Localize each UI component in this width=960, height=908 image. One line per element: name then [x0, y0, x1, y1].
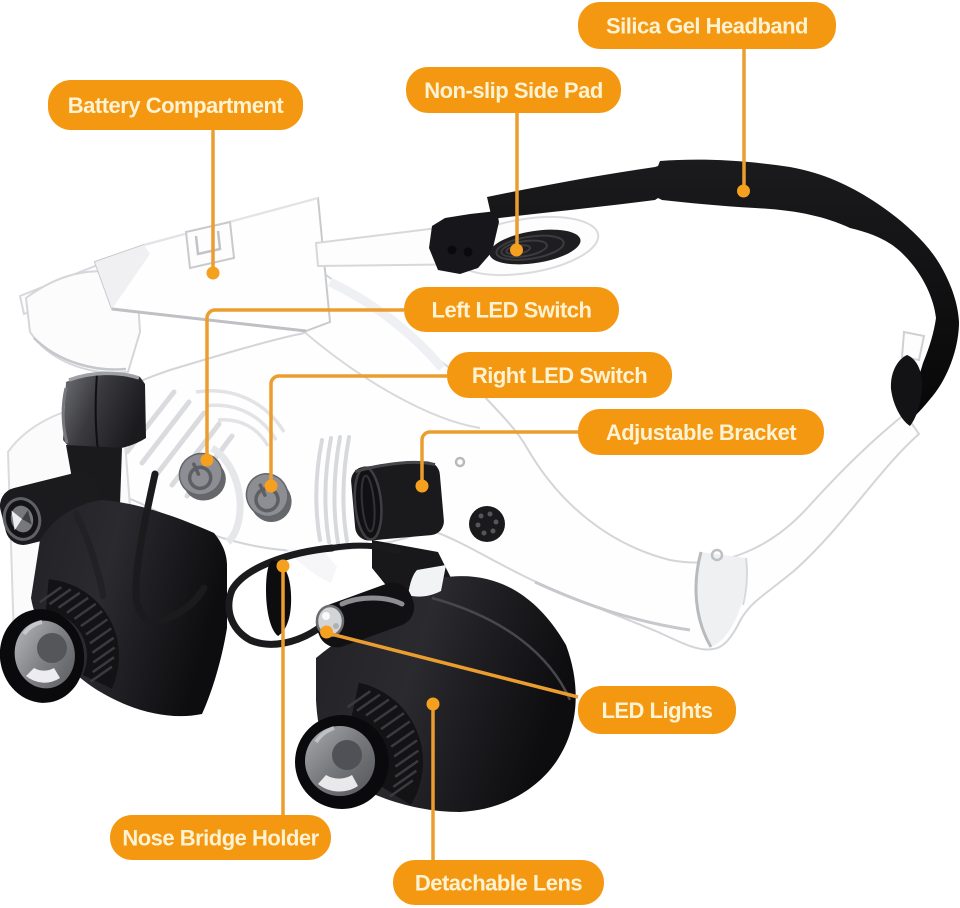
- svg-text:Adjustable Bracket: Adjustable Bracket: [606, 420, 797, 445]
- svg-text:Left LED Switch: Left LED Switch: [432, 298, 592, 323]
- svg-text:Nose Bridge Holder: Nose Bridge Holder: [122, 826, 319, 851]
- svg-text:Silica Gel Headband: Silica Gel Headband: [606, 14, 808, 39]
- svg-text:Right LED Switch: Right LED Switch: [472, 363, 647, 388]
- svg-text:Non-slip Side Pad: Non-slip Side Pad: [424, 78, 603, 103]
- svg-text:Battery Compartment: Battery Compartment: [68, 93, 285, 118]
- svg-text:LED Lights: LED Lights: [601, 698, 712, 723]
- svg-text:Detachable Lens: Detachable Lens: [415, 871, 583, 896]
